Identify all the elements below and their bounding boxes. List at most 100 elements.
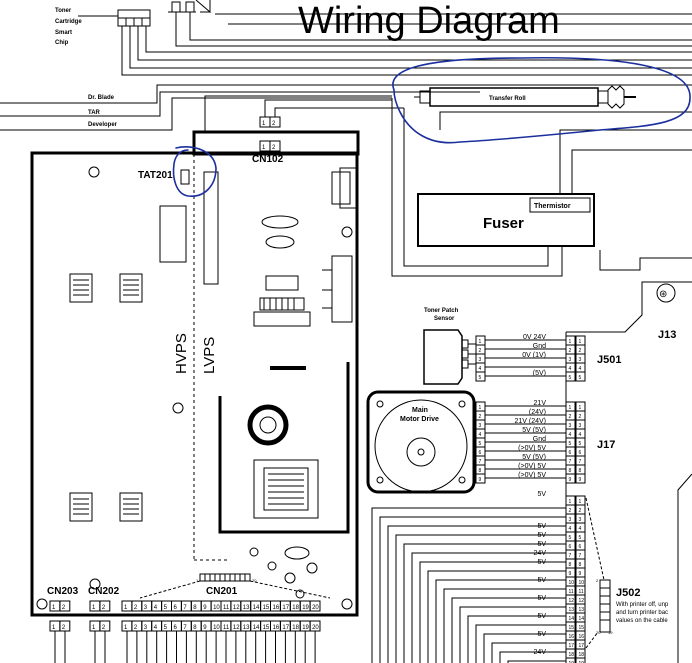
- motor-signal: Gnd: [533, 436, 546, 443]
- j502-signal: 24V: [534, 550, 547, 557]
- cn201-board-pin-number: 3: [144, 605, 148, 611]
- toner-patch-pin-number: 2: [479, 348, 482, 354]
- cn201-label: CN201: [206, 586, 238, 597]
- power-board: [30, 130, 360, 617]
- cn201-board-pin-number: 10: [213, 605, 220, 611]
- cn201-board-pin-number: 17: [282, 605, 289, 611]
- j502-right-pin-number: 14: [579, 616, 585, 622]
- toner-patch-signal: 0V 24V: [523, 334, 546, 341]
- motor-signal: 5V (5V): [522, 454, 546, 461]
- cn201-cable-pin-number: 9: [203, 625, 207, 631]
- cn201-cable-pin-number: 8: [193, 625, 197, 631]
- cn201-board-pin-number: 11: [223, 605, 230, 611]
- cn201-board-pin-number: 20: [312, 605, 319, 611]
- j501-right-pin-number: 1: [579, 339, 582, 345]
- j502-right-pin-number: 2: [579, 508, 582, 514]
- motor-signal: (>0V) 5V: [518, 472, 546, 479]
- cn203-cable-pin-number: 1: [52, 625, 56, 631]
- chip-label-smart: Smart: [55, 30, 72, 36]
- cartridge-wires: [0, 0, 692, 131]
- transfer-roll-label: Transfer Roll: [489, 96, 526, 102]
- toner-patch-signal: (5V): [533, 370, 546, 377]
- cn201-board-pin-number: 4: [154, 605, 158, 611]
- j17-right-pin-number: 7: [579, 459, 582, 465]
- j17-left-pin-number: 4: [569, 432, 572, 438]
- j502-right-pin-number: 3: [579, 517, 582, 523]
- j17-left-pin-number: 2: [569, 414, 572, 420]
- j17-left-pin: [565, 473, 576, 484]
- motor-pin-number: 3: [479, 423, 482, 429]
- cn201-pin-start: 1: [196, 578, 199, 583]
- j501-left-pin-number: 2: [569, 348, 572, 354]
- j502-right-pin-number: 10: [579, 580, 585, 586]
- staircase-wire: [507, 660, 566, 663]
- j502-left-pin-number: 10: [569, 580, 575, 586]
- j17-right-pin-number: 6: [579, 450, 582, 456]
- j501-left-pin: [565, 371, 576, 382]
- cn102-connector: 1 2 1 2: [204, 95, 404, 152]
- j17-label: J17: [597, 439, 615, 451]
- j17-left-pin-number: 9: [569, 477, 572, 483]
- j502-left-pin-number: 2: [569, 508, 572, 514]
- gear-icon: ⊛: [659, 289, 667, 300]
- cn201-board-pin-number: 2: [134, 605, 138, 611]
- j502-left-pin-number: 18: [569, 652, 575, 658]
- cn201-cable-pin-number: 12: [233, 625, 240, 631]
- cn201-board-pin-number: 18: [292, 605, 299, 611]
- cn201-cable-pin-number: 3: [144, 625, 148, 631]
- cn203-board-pin-number: 2: [62, 605, 66, 611]
- j17-right-pin-number: 8: [579, 468, 582, 474]
- j502-signal: 5V: [537, 595, 546, 602]
- j502-right-pin-number: 4: [579, 526, 582, 532]
- motor-signal: 21V (24V): [514, 418, 546, 425]
- chip-label-toner: Toner: [55, 8, 72, 14]
- toner-patch-signal: 0V (1V): [522, 352, 546, 359]
- cn201-board-pin-number: 7: [183, 605, 187, 611]
- staircase-wire: [379, 516, 566, 663]
- j17-right-pin-number: 4: [579, 432, 582, 438]
- cn201-board-pin-number: 1: [124, 605, 128, 611]
- j502-right-pin-number: 5: [579, 535, 582, 541]
- j502-note-1: With printer off, unp: [616, 602, 669, 608]
- motor-pin-number: 2: [479, 414, 482, 420]
- cn201-board-pin-number: 15: [263, 605, 270, 611]
- staircase-wire: [491, 642, 566, 663]
- main-motor-drive: Main Motor Drive: [366, 390, 476, 494]
- cn201-board-pin-number: 6: [174, 605, 178, 611]
- j17-right-pin-number: 5: [579, 441, 582, 447]
- toner-cartridge-labels: Toner Cartridge Smart Chip Dr. Blade TAR…: [55, 8, 118, 128]
- toner-patch-label-2: Sensor: [434, 316, 455, 322]
- j502-right-pin-number: 16: [579, 634, 585, 640]
- j502-right-pin-number: 15: [579, 625, 585, 631]
- cn201-cable-pin-number: 13: [243, 625, 250, 631]
- motor-pin-number: 6: [479, 450, 482, 456]
- toner-patch-pin-number: 5: [479, 375, 482, 381]
- hvps-label: HVPS: [173, 333, 190, 374]
- cn201-cable-pin-number: 15: [263, 625, 270, 631]
- cn203-cable-pin-number: 2: [62, 625, 66, 631]
- j17-left-pin-number: 7: [569, 459, 572, 465]
- j17-left-pin-number: 6: [569, 450, 572, 456]
- j17-right-pin-number: 1: [579, 405, 582, 411]
- j17-left-pin-number: 8: [569, 468, 572, 474]
- cn201-board-pin: [309, 600, 321, 612]
- motor-pin: [475, 473, 486, 484]
- cn201-cable-pin-number: 7: [183, 625, 187, 631]
- cn201-board-pin-number: 5: [164, 605, 168, 611]
- staircase-wire: [443, 588, 566, 663]
- cn201-cable-pin-number: 6: [174, 625, 178, 631]
- cn201-cable-pin-number: 18: [292, 625, 299, 631]
- cn201-cable-pin-number: 19: [302, 625, 309, 631]
- j502-pin-c: 19: [608, 630, 613, 635]
- j502-signal: 24V: [534, 649, 547, 656]
- j501-right-pin: [575, 371, 586, 382]
- j501-label: J501: [597, 354, 621, 366]
- j502-signal: 5V: [537, 532, 546, 539]
- toner-patch-pin-number: 3: [479, 357, 482, 363]
- j502-signal: 5V: [537, 541, 546, 548]
- cn201-cable-pin-number: 4: [154, 625, 158, 631]
- motor-signal: (>0V) 5V: [518, 463, 546, 470]
